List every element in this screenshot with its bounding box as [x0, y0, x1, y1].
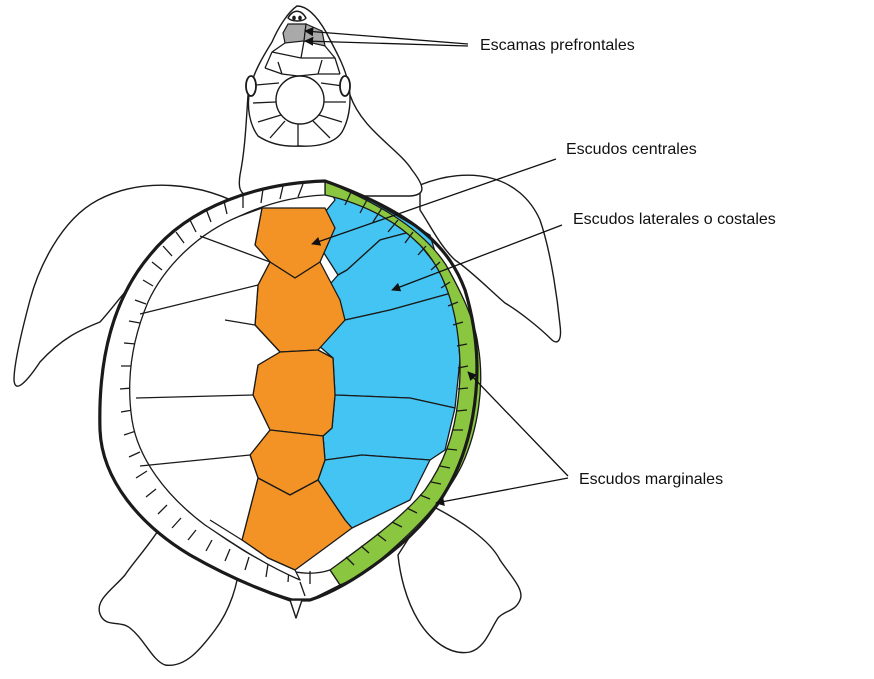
label-prefrontal-scales: Escamas prefrontales	[480, 37, 635, 54]
prefrontal-scale-left	[283, 24, 306, 43]
tail	[290, 600, 302, 618]
nostril-right	[298, 16, 302, 21]
label-costal-scutes: Escudos laterales o costales	[573, 211, 776, 228]
eye-right	[340, 76, 350, 96]
head-central-scale	[276, 76, 324, 124]
marginal-pointer-lower	[436, 478, 568, 503]
marginal-pointer-upper	[468, 372, 568, 476]
label-marginal-scutes: Escudos marginales	[579, 471, 723, 488]
nostril-left	[292, 16, 296, 21]
label-vertebral-scutes: Escudos centrales	[566, 141, 697, 158]
eye-left	[246, 76, 256, 96]
